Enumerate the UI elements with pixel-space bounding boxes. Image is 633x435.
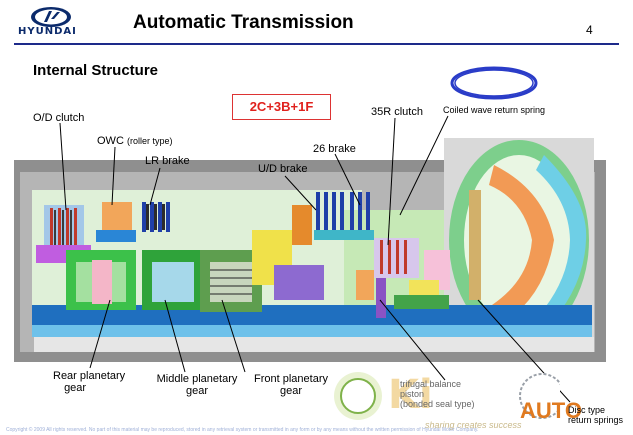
page-number: 4 bbox=[586, 23, 593, 37]
label-centrifugal-line2: piston bbox=[400, 389, 425, 399]
watermark-tagline: sharing creates success bbox=[425, 420, 522, 430]
label-disc-type: Disc type return springs bbox=[568, 405, 623, 425]
watermark-graphic: Ki bbox=[334, 372, 560, 420]
label-ud-brake: U/D brake bbox=[258, 163, 308, 175]
label-coiled-spring: Coiled wave return spring bbox=[443, 105, 546, 115]
section-title: Internal Structure bbox=[33, 62, 159, 79]
label-rear-planetary-line2: gear bbox=[64, 382, 87, 394]
label-front-planetary: Front planetary gear bbox=[251, 373, 331, 397]
label-owc: OWC (roller type) bbox=[97, 135, 172, 147]
label-middle-planetary-line1: Middle planetary bbox=[156, 373, 238, 385]
label-middle-planetary-line2: gear bbox=[185, 385, 209, 397]
hyundai-logo bbox=[22, 6, 82, 40]
page-title: Automatic Transmission bbox=[133, 12, 354, 33]
transmission-cross-section bbox=[14, 138, 606, 362]
copyright-footer: Copyright © 2009 All rights reserved. No… bbox=[6, 427, 479, 433]
formula-box: 2C+3B+1F bbox=[232, 94, 331, 120]
blue-oval-mark bbox=[450, 66, 538, 100]
label-centrifugal-line1: trifugal balance bbox=[400, 379, 462, 389]
svg-text:Ki: Ki bbox=[388, 372, 433, 418]
label-front-planetary-line1: Front planetary bbox=[254, 373, 328, 385]
label-35r-clutch: 35R clutch bbox=[371, 106, 423, 118]
label-26-brake: 26 brake bbox=[313, 143, 356, 155]
label-rear-planetary-line1: Rear planetary bbox=[53, 370, 126, 382]
label-centrifugal: trifugal balance piston (bonded seal typ… bbox=[400, 379, 475, 409]
label-od-clutch: O/D clutch bbox=[33, 112, 85, 124]
label-lr-brake: LR brake bbox=[145, 155, 190, 167]
label-disc-type-line2: return springs bbox=[568, 415, 624, 425]
label-owc-text: OWC bbox=[97, 135, 124, 147]
label-owc-note: (roller type) bbox=[126, 136, 173, 146]
label-middle-planetary: Middle planetary gear bbox=[154, 373, 240, 397]
brand-name: HYUNDAI bbox=[18, 26, 77, 37]
label-disc-type-line1: Disc type bbox=[568, 405, 606, 415]
label-front-planetary-line2: gear bbox=[279, 385, 303, 397]
header-divider bbox=[14, 43, 619, 45]
watermark-brand: AUTO bbox=[520, 398, 582, 423]
label-centrifugal-line3: (bonded seal type) bbox=[400, 399, 475, 409]
label-rear-planetary: Rear planetary gear bbox=[53, 370, 125, 394]
